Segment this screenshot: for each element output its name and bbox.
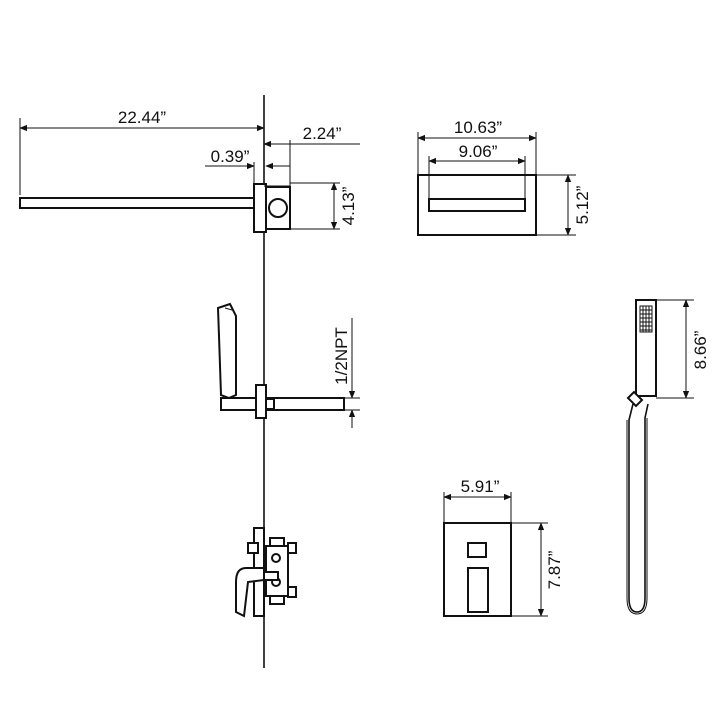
arm-valve-port [268, 198, 288, 218]
dim-inlet-thread: 1/2NPT [332, 318, 360, 428]
diverter-button [467, 542, 487, 558]
hand-shower-with-hose [626, 299, 657, 615]
dim-hand-shower-length-label: 8.66” [691, 330, 710, 369]
valve-lever-handle-side [235, 567, 265, 618]
dim-hand-shower-length: 8.66” [656, 299, 710, 399]
spray-face-grid [640, 306, 652, 332]
dim-head-height-label: 5.12” [573, 185, 592, 224]
dim-trim-width-label: 5.91” [461, 477, 500, 496]
dim-arm-length-label: 22.44” [118, 108, 167, 127]
mixing-valve-side-view [235, 527, 297, 618]
holder-flange [255, 384, 267, 419]
dim-head-inner-width: 9.06” [428, 142, 526, 199]
valve-lever-front [467, 567, 489, 613]
shower-hose [628, 403, 649, 613]
dim-arm-height: 4.13” [290, 182, 358, 230]
dim-head-height: 5.12” [536, 174, 592, 236]
dim-arm-flange-offset-label: 2.24” [303, 124, 342, 143]
dim-head-outer-width: 10.63” [417, 118, 537, 175]
inlet-elbow-pipe [265, 397, 345, 411]
dim-arm-flange-offset: 2.24” [263, 124, 360, 186]
dim-inlet-thread-label: 1/2NPT [332, 327, 351, 385]
dim-head-outer-width-label: 10.63” [454, 118, 503, 137]
shower-head-outlet [428, 198, 526, 212]
shower-arm [19, 197, 261, 209]
valve-trim-front-view [443, 522, 512, 617]
dim-arm-wall-gap: 0.39” [205, 147, 290, 184]
dim-arm-wall-gap-label: 0.39” [211, 147, 250, 166]
dim-arm-height-label: 4.13” [339, 186, 358, 225]
dim-head-inner-width-label: 9.06” [459, 142, 498, 161]
dim-arm-length: 22.44” [19, 108, 265, 195]
hand-shower-side-view [216, 302, 237, 400]
shower-arm-assembly [19, 183, 291, 233]
rain-shower-head [417, 174, 537, 236]
hand-shower-holder-assembly [216, 302, 345, 419]
dim-trim-height: 7.87” [511, 522, 564, 617]
arm-flange [253, 183, 267, 233]
dim-trim-height-label: 7.87” [545, 550, 564, 589]
dim-trim-width: 5.91” [443, 477, 512, 523]
